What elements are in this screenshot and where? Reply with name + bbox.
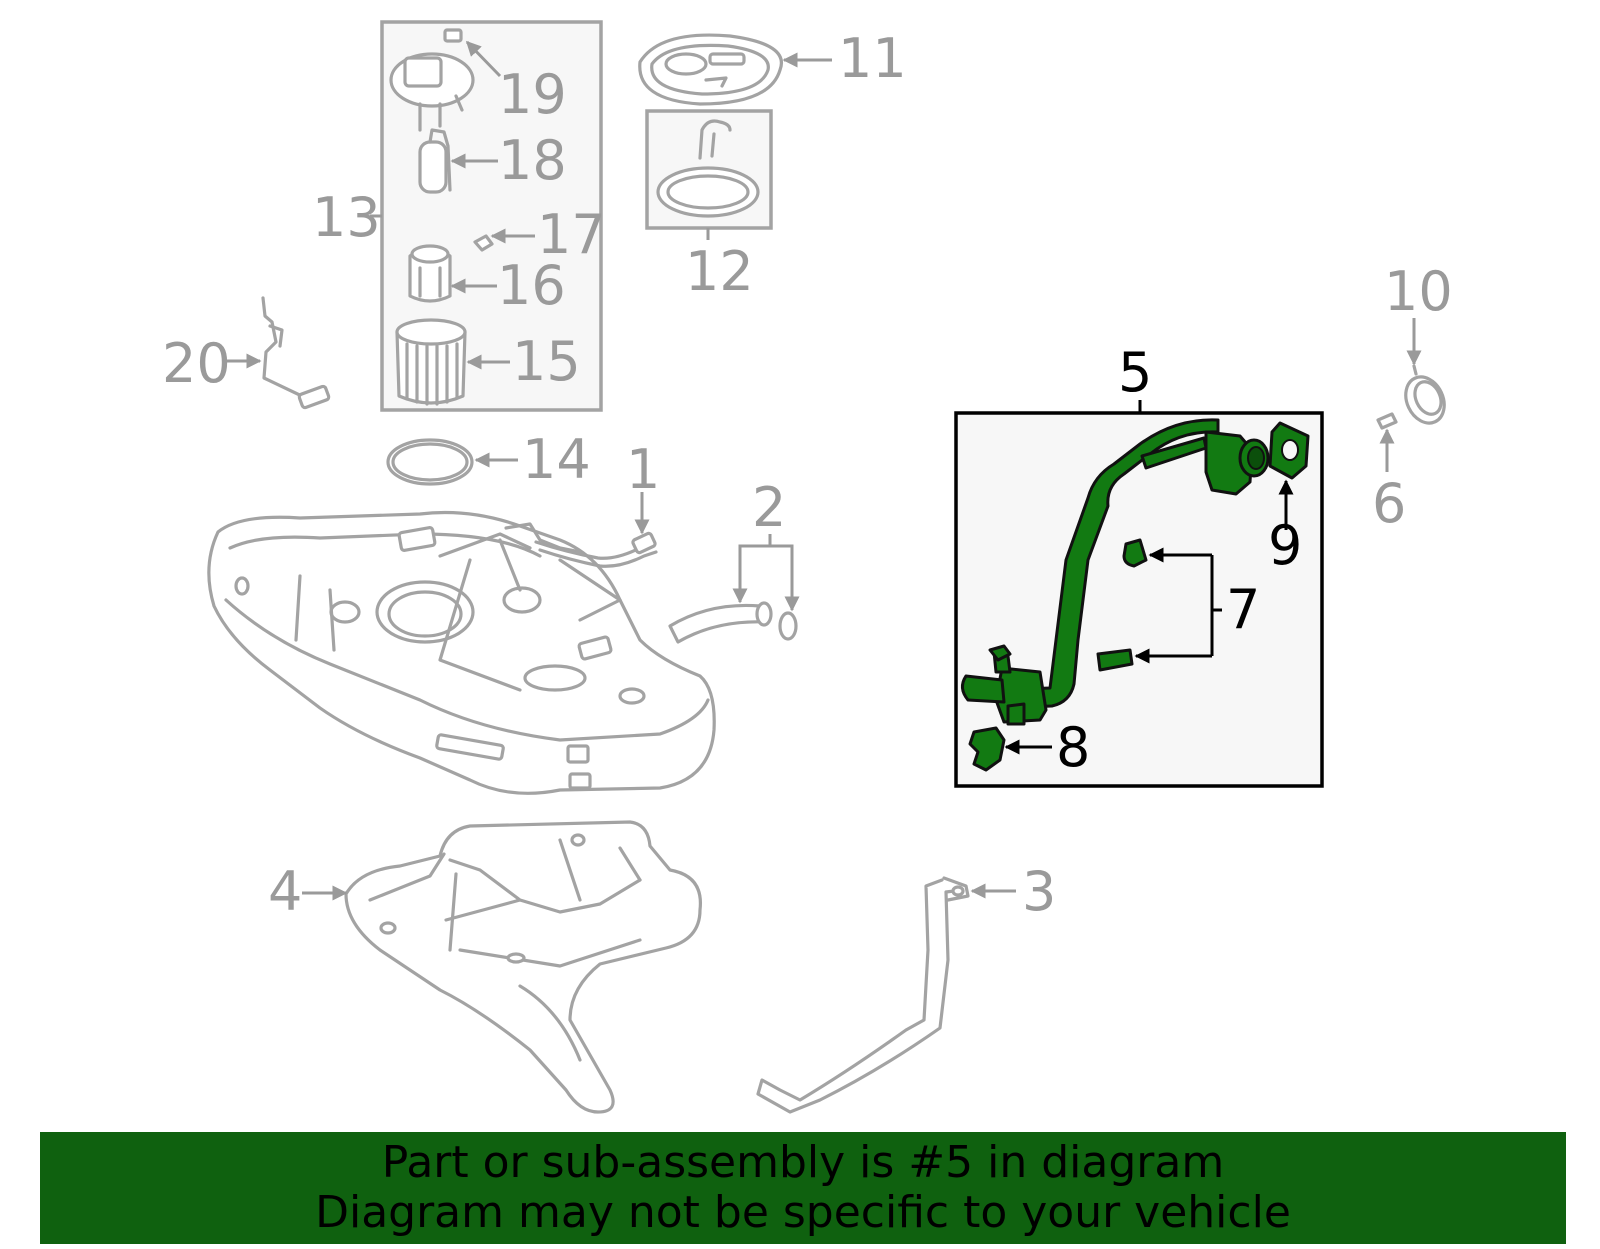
label-11: 11 <box>838 27 907 90</box>
banner-line-2: Diagram may not be specific to your vehi… <box>315 1187 1291 1238</box>
label-12: 12 <box>685 240 754 303</box>
label-4: 4 <box>268 860 302 923</box>
part-17-fitting <box>473 234 494 252</box>
part-19-fuel-gauge-sender <box>389 28 475 132</box>
label-19: 19 <box>498 63 567 126</box>
part-4-heat-shield <box>344 820 703 1114</box>
label-20: 20 <box>162 332 231 395</box>
part-14-gasket <box>386 438 474 486</box>
banner-line-1: Part or sub-assembly is #5 in diagram <box>381 1137 1225 1188</box>
part-16-fuel-filter <box>408 244 452 303</box>
label-13: 13 <box>312 186 381 249</box>
info-banner: Part or sub-assembly is #5 in diagram Di… <box>40 1132 1566 1244</box>
fuel-tank <box>207 510 716 795</box>
part-11-access-cover <box>638 33 783 106</box>
part-20-level-sensor <box>261 296 331 410</box>
label-3: 3 <box>1022 860 1056 923</box>
filler-neck-box <box>954 411 1324 788</box>
label-2: 2 <box>752 476 786 539</box>
label-8: 8 <box>1056 716 1090 779</box>
part-18-fuel-pump <box>418 128 452 194</box>
label-17: 17 <box>537 203 606 266</box>
label-15: 15 <box>512 330 581 393</box>
part-2-hose <box>668 601 798 644</box>
label-14: 14 <box>522 428 591 491</box>
label-9: 9 <box>1268 514 1302 577</box>
part-15-fuel-reservoir <box>395 318 467 406</box>
label-7: 7 <box>1226 578 1260 641</box>
label-16: 16 <box>497 254 566 317</box>
part-3-tank-strap <box>756 876 970 1114</box>
part-12-lock-ring <box>656 119 760 218</box>
part-10-fuel-cap <box>1404 364 1446 425</box>
part-5-filler-neck-assembly <box>961 418 1310 772</box>
label-1: 1 <box>626 438 660 501</box>
part-6-screw <box>1376 412 1398 430</box>
label-10: 10 <box>1384 260 1453 323</box>
part-1-vent-hose <box>534 531 658 568</box>
label-18: 18 <box>498 129 567 192</box>
label-5: 5 <box>1118 341 1152 404</box>
label-6: 6 <box>1372 472 1406 535</box>
